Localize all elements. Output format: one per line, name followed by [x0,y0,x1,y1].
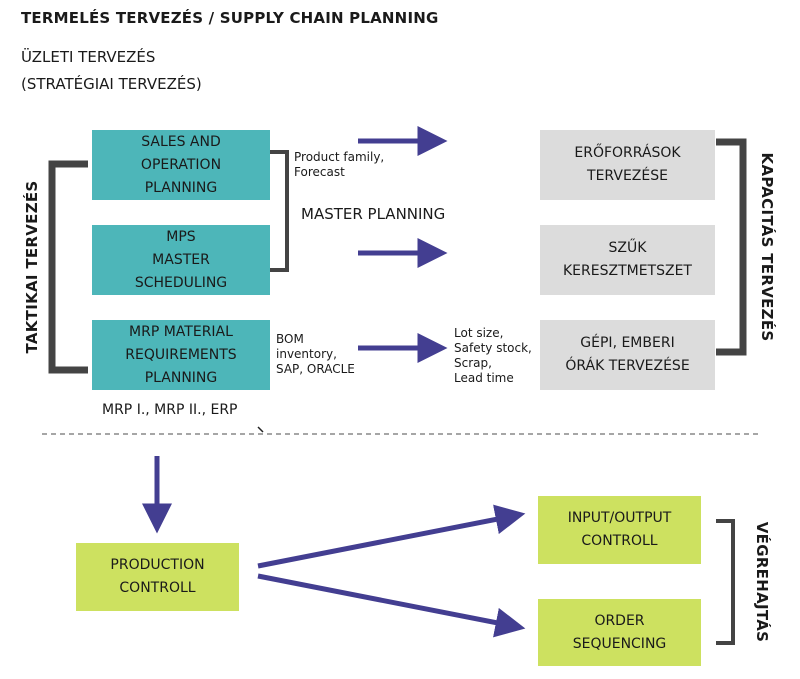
capacity-planning-label: KAPACITÁS TERVEZÉS [758,152,776,342]
box-resource-planning: ERŐFORRÁSOK TERVEZÉSE [540,130,715,200]
note-lot-size: Lot size, Safety stock, Scrap, Lead time [454,326,532,386]
box-label-line: GÉPI, EMBERI [580,335,675,351]
note-line: inventory, [276,347,337,361]
arrow-production-to-io [257,504,526,569]
box-order-sequencing: ORDER SEQUENCING [538,599,701,666]
box-mps-master-scheduling: MPS MASTER SCHEDULING [92,225,270,295]
box-label-line: KERESZTMETSZET [563,263,692,279]
note-line: Forecast [294,165,345,179]
tick-mark [257,426,264,433]
exec-bracket [716,519,735,645]
box-label-line: PRODUCTION [110,557,205,573]
master-planning-bracket [270,150,289,272]
note-line: Safety stock, [454,341,532,355]
page-title: TERMELÉS TERVEZÉS / SUPPLY CHAIN PLANNIN… [21,9,439,27]
box-label-line: ÓRÁK TERVEZÉSE [565,358,690,374]
note-line: Lot size, [454,326,504,340]
note-product-family: Product family, Forecast [294,150,384,180]
master-planning-label: MASTER PLANNING [301,205,446,223]
box-label-line: ERŐFORRÁSOK [574,145,681,161]
box-label-line: PLANNING [144,179,218,196]
box-production-controll: PRODUCTION CONTROLL [76,543,239,611]
box-label-line: PLANNING [144,369,218,386]
box-label-line: SCHEDULING [134,274,228,291]
box-label-line: OPERATION [140,156,222,173]
box-label-line: TERVEZÉSE [587,168,668,184]
tactical-planning-label: TAKTIKAI TERVEZÉS [23,180,41,354]
right-bracket [716,138,747,356]
box-label-line: REQUIREMENTS [125,346,237,363]
note-line: Lead time [454,371,514,385]
subtitle-line: (STRATÉGIAI TERVEZÉS) [21,75,202,93]
note-line: Scrap, [454,356,492,370]
box-label-line: SEQUENCING [572,635,667,652]
note-line: Product family, [294,150,385,164]
execution-label: VÉGREHAJTÁS [753,521,771,643]
box-label-line: CONTROLL [581,533,658,549]
left-bracket [48,160,88,374]
box-mrp-material-requirements: MRP MATERIAL REQUIREMENTS PLANNING [92,320,270,390]
box-label-line: MPS [166,228,196,245]
subtitle-line: ÜZLETI TERVEZÉS [21,48,156,66]
box-label-line: CONTROLL [119,580,196,596]
note-line: SAP, ORACLE [276,362,355,376]
box-label-line: SZŰK [608,240,647,256]
arrow-production-to-order [257,573,526,638]
box-label-line: MRP MATERIAL [129,323,233,340]
box-input-output-controll: INPUT/OUTPUT CONTROLL [538,496,701,564]
mrp-versions-label: MRP I., MRP II., ERP [102,402,238,418]
box-bottleneck: SZŰK KERESZTMETSZET [540,225,715,295]
box-label-line: SALES AND [141,133,221,150]
box-label-line: MASTER [152,251,210,268]
box-machine-human-hours: GÉPI, EMBERI ÓRÁK TERVEZÉSE [540,320,715,390]
box-sales-operation-planning: SALES AND OPERATION PLANNING [92,130,270,200]
note-line: BOM [276,332,304,346]
note-bom: BOM inventory, SAP, ORACLE [276,332,355,377]
box-label-line: INPUT/OUTPUT [567,510,672,526]
subtitle: ÜZLETI TERVEZÉS (STRATÉGIAI TERVEZÉS) [21,44,202,98]
box-label-line: ORDER [594,612,645,629]
